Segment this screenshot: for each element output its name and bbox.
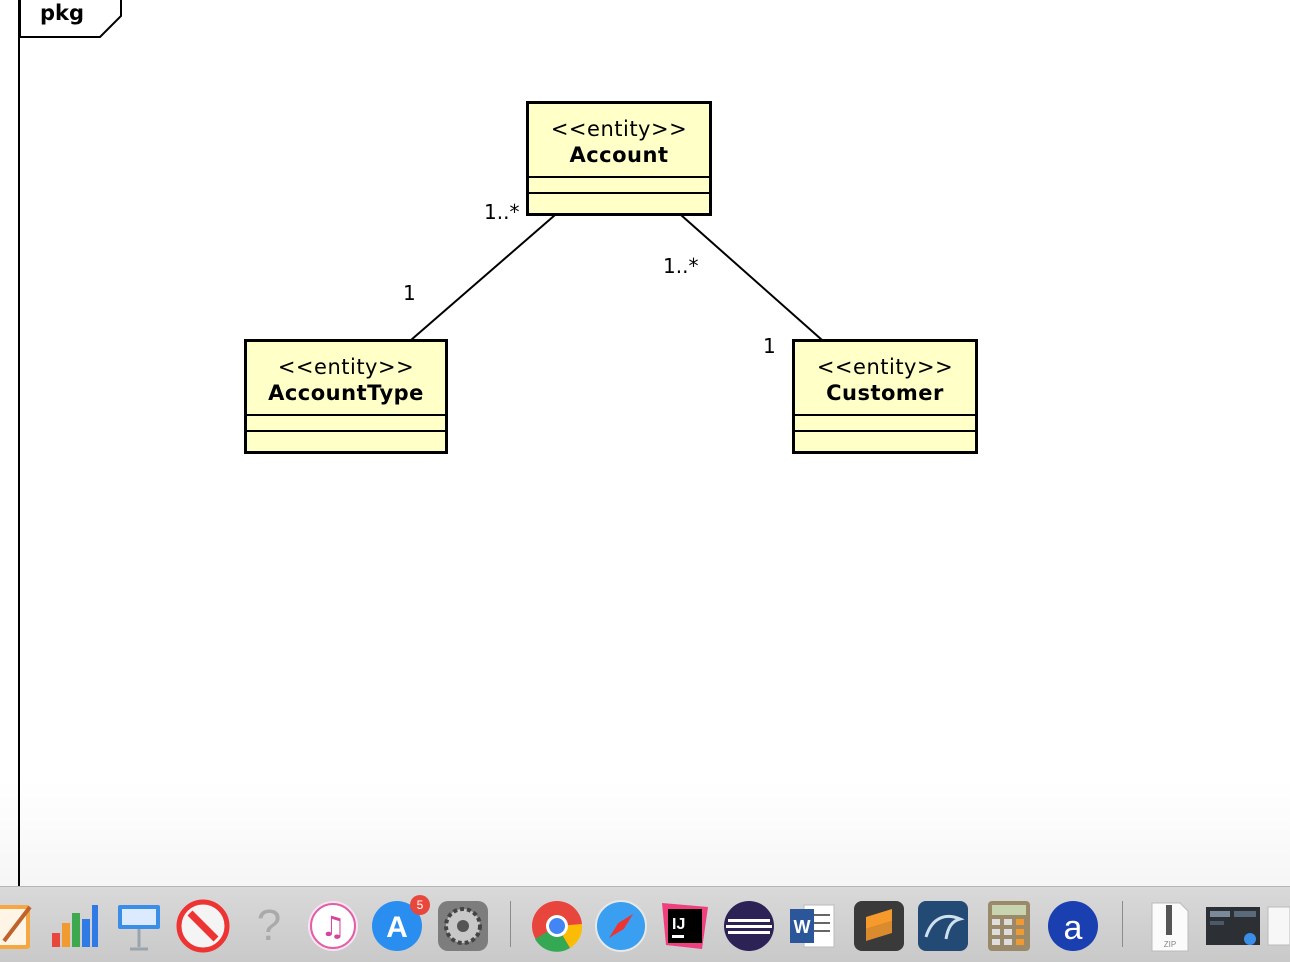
- svg-text:A: A: [386, 911, 408, 944]
- association-account-accounttype: [410, 214, 556, 341]
- entity-customer-header: <<entity>> Customer: [795, 342, 975, 416]
- multiplicity-customer: 1: [763, 334, 776, 358]
- entity-name: Customer: [826, 381, 944, 405]
- package-frame-border: [18, 0, 20, 887]
- entity-accounttype-header: <<entity>> AccountType: [247, 342, 445, 416]
- operations-compartment: [529, 194, 709, 208]
- association-account-customer: [680, 214, 823, 341]
- itunes-icon[interactable]: ♫: [306, 899, 360, 953]
- notification-badge: 5: [410, 895, 430, 915]
- multiplicity-account-to-customer: 1..*: [663, 254, 699, 278]
- multiplicity-accounttype: 1: [403, 281, 416, 305]
- zip-label: ZIP: [1164, 940, 1176, 949]
- multiplicity-account-to-accounttype: 1..*: [484, 200, 520, 224]
- entity-account[interactable]: <<entity>> Account: [526, 101, 712, 216]
- pages-icon[interactable]: [0, 899, 40, 953]
- association-lines: [410, 214, 823, 341]
- operations-compartment: [795, 432, 975, 446]
- attributes-compartment: [247, 416, 445, 432]
- dock: ? ♫ A 5 IJ W: [0, 886, 1290, 962]
- numbers-icon[interactable]: [48, 899, 102, 953]
- entity-name: Account: [569, 143, 669, 167]
- astah-label: a: [1064, 909, 1083, 947]
- entity-accounttype[interactable]: <<entity>> AccountType: [244, 339, 448, 454]
- word-icon[interactable]: W: [786, 899, 840, 953]
- entity-account-header: <<entity>> Account: [529, 104, 709, 178]
- system-preferences-icon[interactable]: [436, 899, 490, 953]
- dock-separator: [510, 901, 511, 947]
- eclipse-icon[interactable]: [722, 899, 776, 953]
- entity-stereotype: <<entity>>: [277, 355, 415, 379]
- app-store-icon[interactable]: A 5: [370, 895, 430, 953]
- intellij-icon[interactable]: IJ: [658, 899, 712, 953]
- safari-icon[interactable]: [594, 899, 648, 953]
- entity-stereotype: <<entity>>: [550, 117, 688, 141]
- word-label: W: [794, 917, 811, 937]
- package-label: pkg: [40, 1, 85, 25]
- finder-window-icon[interactable]: [1206, 899, 1290, 953]
- operations-compartment: [247, 432, 445, 446]
- archive-zip-icon[interactable]: ZIP: [1142, 899, 1196, 953]
- intellij-label: IJ: [672, 916, 685, 933]
- help-question-icon[interactable]: ?: [256, 901, 282, 950]
- entity-stereotype: <<entity>>: [816, 355, 954, 379]
- news-icon[interactable]: [176, 899, 230, 953]
- package-tab: [19, 0, 122, 38]
- sublime-text-icon[interactable]: [852, 899, 906, 953]
- keynote-icon[interactable]: [112, 899, 166, 953]
- attributes-compartment: [795, 416, 975, 432]
- calculator-icon[interactable]: [982, 899, 1036, 953]
- chrome-icon[interactable]: [530, 899, 584, 953]
- entity-name: AccountType: [268, 381, 424, 405]
- astah-icon[interactable]: a: [1046, 899, 1100, 953]
- dock-separator: [1122, 901, 1123, 947]
- attributes-compartment: [529, 178, 709, 194]
- mysql-workbench-icon[interactable]: [916, 899, 970, 953]
- entity-customer[interactable]: <<entity>> Customer: [792, 339, 978, 454]
- svg-text:♫: ♫: [320, 910, 345, 943]
